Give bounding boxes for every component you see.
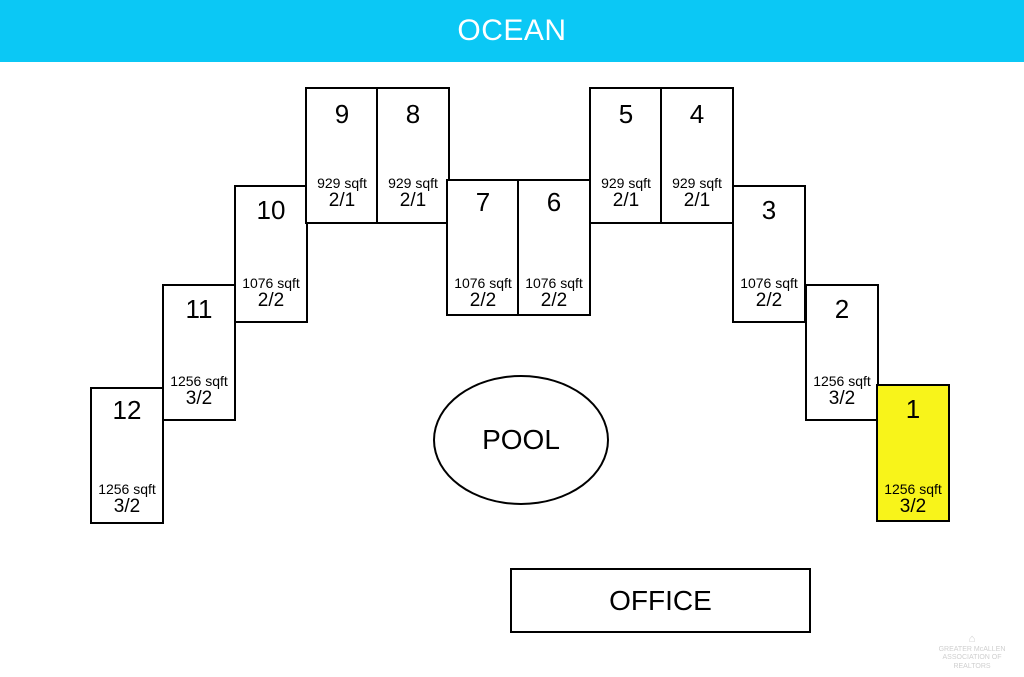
unit-1: 1 1256 sqft 3/2 bbox=[876, 384, 950, 522]
unit-6: 6 1076 sqft 2/2 bbox=[517, 179, 591, 316]
unit-8: 8 929 sqft 2/1 bbox=[376, 87, 450, 224]
unit-3: 3 1076 sqft 2/2 bbox=[732, 185, 806, 323]
unit-number: 3 bbox=[761, 195, 777, 225]
unit-info: 929 sqft 2/1 bbox=[658, 175, 736, 212]
unit-sqft: 1256 sqft bbox=[170, 373, 228, 389]
house-icon: ⌂ bbox=[968, 632, 976, 645]
unit-sqft: 929 sqft bbox=[601, 175, 651, 191]
unit-beds: 2/2 bbox=[755, 290, 783, 312]
unit-sqft: 1256 sqft bbox=[813, 373, 871, 389]
unit-10: 10 1076 sqft 2/2 bbox=[234, 185, 308, 323]
unit-beds: 2/1 bbox=[683, 190, 711, 212]
unit-beds: 2/1 bbox=[612, 190, 640, 212]
unit-info: 1256 sqft 3/2 bbox=[88, 481, 166, 518]
watermark-line2: ASSOCIATION OF REALTORS bbox=[942, 654, 1002, 670]
unit-beds: 3/2 bbox=[185, 388, 213, 410]
unit-number: 1 bbox=[905, 394, 921, 424]
unit-9: 9 929 sqft 2/1 bbox=[305, 87, 379, 224]
unit-info: 1256 sqft 3/2 bbox=[874, 481, 952, 518]
unit-beds: 3/2 bbox=[828, 388, 856, 410]
unit-sqft: 1076 sqft bbox=[525, 275, 583, 291]
unit-sqft: 1076 sqft bbox=[454, 275, 512, 291]
ocean-banner: OCEAN bbox=[0, 0, 1024, 62]
ocean-label: OCEAN bbox=[457, 14, 567, 47]
unit-sqft: 1076 sqft bbox=[242, 275, 300, 291]
unit-sqft: 929 sqft bbox=[317, 175, 367, 191]
unit-sqft: 1256 sqft bbox=[884, 481, 942, 497]
unit-number: 7 bbox=[475, 187, 491, 217]
unit-4: 4 929 sqft 2/1 bbox=[660, 87, 734, 224]
unit-beds: 2/1 bbox=[328, 190, 356, 212]
unit-info: 1256 sqft 3/2 bbox=[803, 373, 881, 410]
unit-number: 10 bbox=[256, 195, 286, 225]
unit-number: 9 bbox=[334, 99, 350, 129]
unit-beds: 3/2 bbox=[899, 496, 927, 518]
unit-sqft: 929 sqft bbox=[672, 175, 722, 191]
unit-beds: 3/2 bbox=[113, 496, 141, 518]
pool: POOL bbox=[433, 375, 609, 505]
unit-info: 929 sqft 2/1 bbox=[587, 175, 665, 212]
unit-sqft: 1256 sqft bbox=[98, 481, 156, 497]
unit-11: 11 1256 sqft 3/2 bbox=[162, 284, 236, 421]
unit-number: 12 bbox=[112, 395, 142, 425]
unit-2: 2 1256 sqft 3/2 bbox=[805, 284, 879, 421]
unit-sqft: 929 sqft bbox=[388, 175, 438, 191]
unit-info: 1076 sqft 2/2 bbox=[515, 275, 593, 312]
unit-number: 6 bbox=[546, 187, 562, 217]
unit-beds: 2/1 bbox=[399, 190, 427, 212]
unit-number: 8 bbox=[405, 99, 421, 129]
unit-beds: 2/2 bbox=[257, 290, 285, 312]
unit-7: 7 1076 sqft 2/2 bbox=[446, 179, 520, 316]
unit-info: 929 sqft 2/1 bbox=[374, 175, 452, 212]
unit-info: 1076 sqft 2/2 bbox=[232, 275, 310, 312]
unit-info: 929 sqft 2/1 bbox=[303, 175, 381, 212]
unit-number: 5 bbox=[618, 99, 634, 129]
unit-info: 1076 sqft 2/2 bbox=[730, 275, 808, 312]
unit-5: 5 929 sqft 2/1 bbox=[589, 87, 663, 224]
watermark-logo: ⌂ GREATER McALLEN ASSOCIATION OF REALTOR… bbox=[926, 633, 1018, 671]
office-label: OFFICE bbox=[609, 584, 712, 616]
office: OFFICE bbox=[510, 568, 811, 633]
unit-info: 1256 sqft 3/2 bbox=[160, 373, 238, 410]
unit-number: 11 bbox=[185, 294, 213, 324]
unit-number: 4 bbox=[689, 99, 705, 129]
pool-label: POOL bbox=[482, 424, 560, 455]
watermark-line1: GREATER McALLEN bbox=[938, 645, 1006, 653]
unit-beds: 2/2 bbox=[540, 290, 568, 312]
unit-12: 12 1256 sqft 3/2 bbox=[90, 387, 164, 524]
unit-beds: 2/2 bbox=[469, 290, 497, 312]
unit-info: 1076 sqft 2/2 bbox=[444, 275, 522, 312]
unit-sqft: 1076 sqft bbox=[740, 275, 798, 291]
unit-number: 2 bbox=[834, 294, 850, 324]
